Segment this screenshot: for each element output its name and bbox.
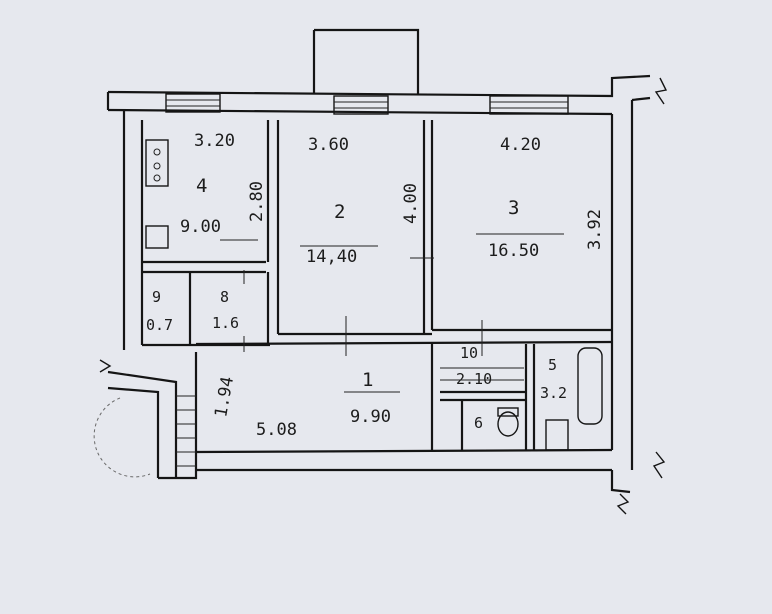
exterior-walls — [106, 74, 651, 494]
room-10-number: 10 — [460, 344, 478, 362]
room-1-area: 9.90 — [350, 407, 391, 427]
room-5-number: 5 — [548, 356, 557, 374]
room-1-number: 1 — [362, 369, 373, 391]
staircase — [176, 395, 196, 467]
break-marks — [99, 77, 668, 515]
room-10-area: 2.10 — [456, 370, 492, 388]
dim-hall-width: 5.08 — [256, 420, 297, 440]
room-5-area: 3.2 — [540, 384, 567, 402]
bathroom-fixtures — [497, 347, 603, 451]
dim-room2-width: 3.60 — [308, 135, 349, 155]
interior-walls — [142, 120, 613, 450]
door-swing — [93, 397, 151, 478]
room-4-number: 4 — [196, 175, 207, 197]
dimension-ticks — [220, 233, 564, 393]
balcony — [312, 28, 420, 94]
dim-room4-width: 3.20 — [194, 131, 235, 151]
dim-hall-depth: 1.94 — [211, 375, 238, 419]
room-8-number: 8 — [220, 288, 229, 306]
dim-room2-depth: 4.00 — [401, 183, 421, 224]
room-9-number: 9 — [152, 288, 161, 306]
dim-room3-depth: 3.92 — [585, 209, 605, 250]
room-2-area: 14,40 — [306, 247, 357, 267]
room-3-number: 3 — [508, 197, 519, 219]
room-labels: 4 9.00 2 14,40 3 16.50 1 9.90 9 0.7 8 1.… — [146, 175, 567, 432]
room-6-number: 6 — [474, 414, 483, 432]
room-4-area: 9.00 — [180, 217, 221, 237]
dim-room3-width: 4.20 — [500, 135, 541, 155]
windows — [165, 93, 569, 115]
room-8-area: 1.6 — [212, 314, 239, 332]
dim-room4-depth: 2.80 — [247, 181, 267, 222]
kitchen-fixtures — [145, 139, 169, 249]
room-9-area: 0.7 — [146, 316, 173, 334]
room-2-number: 2 — [334, 201, 345, 223]
room-3-area: 16.50 — [488, 241, 539, 261]
